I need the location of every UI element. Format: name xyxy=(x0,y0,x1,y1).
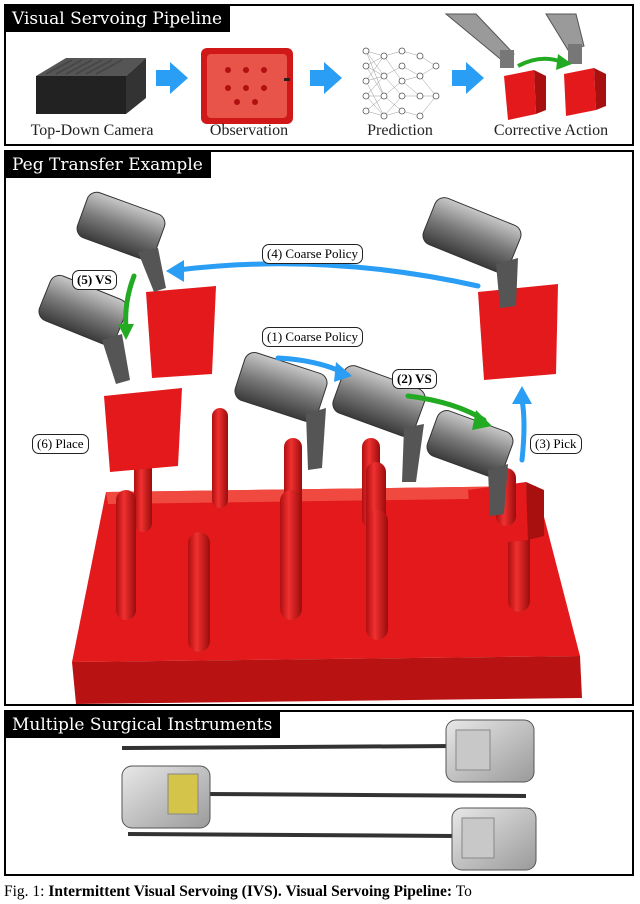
instruments-panel: Multiple Surgical Instruments xyxy=(4,710,634,876)
pegs xyxy=(116,408,530,652)
instrument-2 xyxy=(121,765,527,829)
arrow-pick-3 xyxy=(519,397,527,463)
caption-bold-title: Intermittent Visual Servoing (IVS). xyxy=(48,883,282,900)
pipeline-title: Visual Servoing Pipeline xyxy=(6,6,231,32)
instruments-image xyxy=(121,719,537,871)
step-label-prediction: Prediction xyxy=(367,122,433,139)
corrective-action-image xyxy=(444,13,606,120)
step-label-corrective: Corrective Action xyxy=(493,122,609,139)
label-pick-3: (3) Pick xyxy=(530,434,582,454)
peg-transfer-scene xyxy=(38,191,582,704)
instruments-title: Multiple Surgical Instruments xyxy=(6,712,281,738)
step-label-observation: Observation xyxy=(209,122,289,139)
pipeline-graphics xyxy=(36,13,606,124)
instrument-1 xyxy=(121,719,535,783)
figure-caption: Fig. 1: Intermittent Visual Servoing (IV… xyxy=(4,883,640,901)
pipeline-panel: Visual Servoing Pipeline xyxy=(4,4,634,146)
peg-transfer-title: Peg Transfer Example xyxy=(6,152,211,178)
label-coarse-policy-1: (1) Coarse Policy xyxy=(262,327,363,347)
caption-bold-section: Visual Servoing Pipeline: xyxy=(285,883,453,900)
label-place-6: (6) Place xyxy=(32,434,89,454)
pipeline-arrow-2 xyxy=(310,62,342,94)
label-vs-5: (5) VS xyxy=(72,270,117,290)
camera-icon xyxy=(36,58,146,114)
observation-image xyxy=(201,48,293,124)
pipeline-arrow-1 xyxy=(156,62,188,94)
caption-rest: To xyxy=(452,883,472,900)
step-label-camera: Top-Down Camera xyxy=(30,122,154,139)
label-coarse-policy-4: (4) Coarse Policy xyxy=(262,244,363,264)
peg-transfer-panel: Peg Transfer Example xyxy=(4,150,634,706)
instrument-3 xyxy=(127,807,537,871)
neural-network-icon xyxy=(362,47,440,120)
motion-arrows xyxy=(118,260,532,463)
triangle-blocks xyxy=(104,284,558,546)
arrow-vs-5 xyxy=(123,273,137,331)
arrow-coarse-4 xyxy=(175,261,481,289)
pipeline-arrow-3 xyxy=(452,62,484,94)
label-vs-2: (2) VS xyxy=(392,369,437,389)
caption-prefix: Fig. 1: xyxy=(4,883,49,900)
gripper-arms xyxy=(38,191,522,516)
